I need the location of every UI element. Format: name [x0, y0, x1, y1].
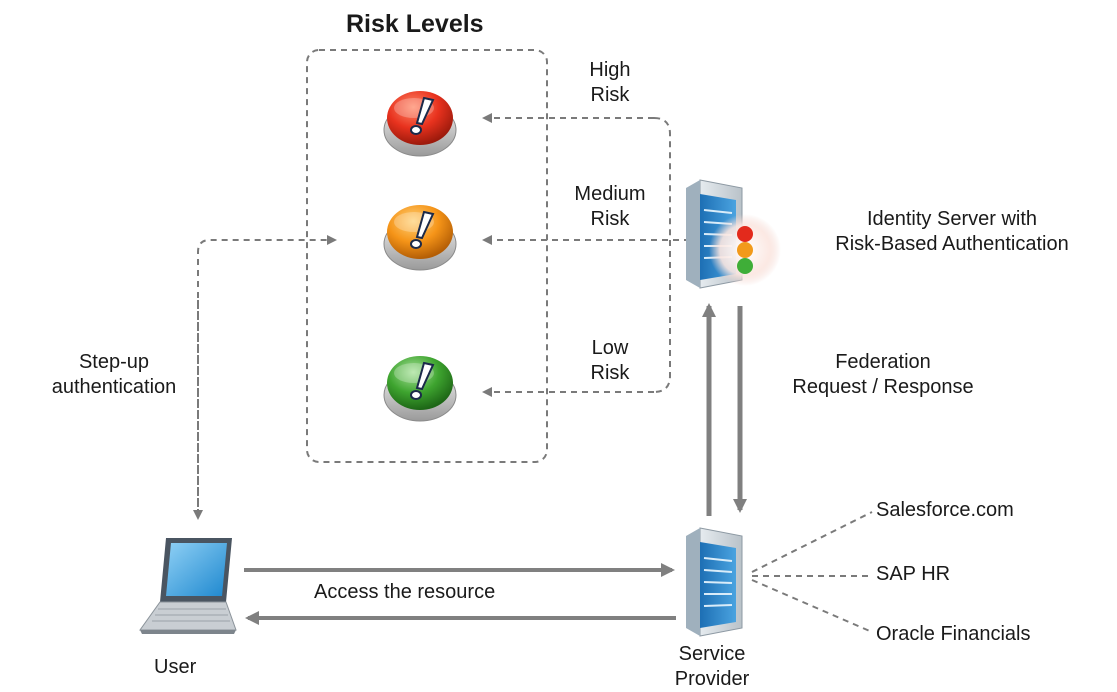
- service-provider-label-line1: Service: [678, 643, 746, 665]
- low-risk-label-line2: Risk: [590, 362, 630, 384]
- service-provider-server-icon: [686, 527, 743, 637]
- medium-risk-icon: [383, 205, 457, 271]
- step-up-label-line1: Step-up: [78, 351, 150, 373]
- high-risk-arrow: [653, 117, 671, 240]
- risk-levels-title: Risk Levels: [346, 10, 484, 38]
- identity-server-label-line2: Risk-Based Authentication: [835, 233, 1069, 255]
- medium-risk-label: Medium Risk: [558, 182, 662, 232]
- step-up-arrow: [197, 235, 337, 518]
- app-oracle-financials: Oracle Financials: [876, 623, 1031, 645]
- low-risk-arrow: [653, 240, 671, 393]
- federation-label: Federation Request / Response: [770, 350, 996, 400]
- high-risk-label: High Risk: [575, 58, 645, 108]
- step-up-label: Step-up authentication: [44, 350, 184, 400]
- high-risk-icon: [383, 91, 457, 157]
- identity-server-label-line1: Identity Server with: [866, 208, 1038, 230]
- high-risk-label-line1: High: [589, 59, 631, 81]
- traffic-light-icon: [709, 214, 781, 286]
- laptop-icon: [139, 538, 237, 634]
- low-risk-icon: [383, 356, 457, 422]
- low-risk-label: Low Risk: [577, 336, 643, 386]
- federation-label-line2: Request / Response: [792, 376, 974, 398]
- app-salesforce: Salesforce.com: [876, 499, 1014, 521]
- step-up-label-line2: authentication: [51, 376, 177, 398]
- access-resource-label: Access the resource: [314, 581, 496, 603]
- app-sap-hr: SAP HR: [876, 563, 951, 585]
- medium-risk-label-line2: Risk: [590, 208, 630, 230]
- high-risk-label-line2: Risk: [590, 84, 630, 106]
- low-risk-label-line1: Low: [591, 337, 629, 359]
- salesforce-connector: [751, 511, 873, 573]
- identity-server-label: Identity Server with Risk-Based Authenti…: [812, 207, 1092, 257]
- service-provider-label-line2: Provider: [674, 668, 750, 690]
- risk-levels-box: [306, 49, 548, 463]
- federation-label-line1: Federation: [835, 351, 931, 373]
- service-provider-label: Service Provider: [664, 642, 760, 692]
- medium-risk-label-line1: Medium: [574, 183, 646, 205]
- user-label: User: [154, 656, 197, 678]
- oracle-connector: [751, 579, 873, 633]
